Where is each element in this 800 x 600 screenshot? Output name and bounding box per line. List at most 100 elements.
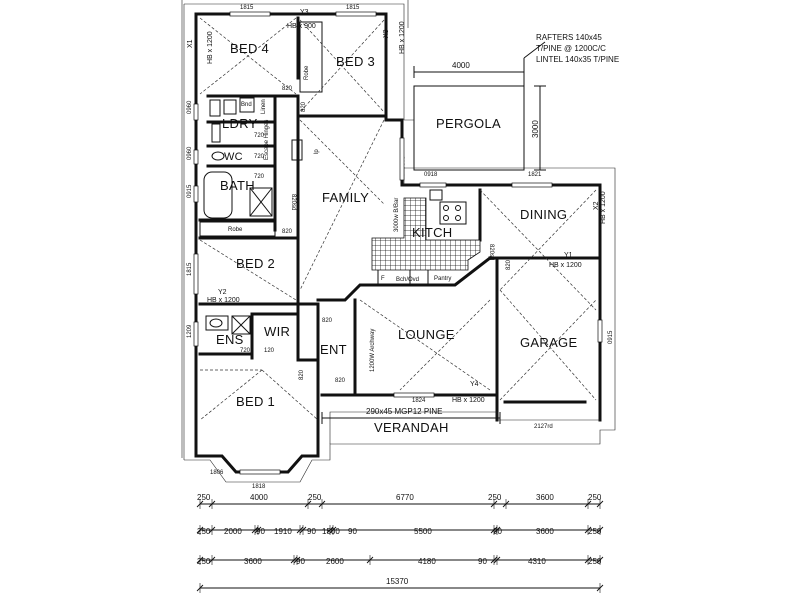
door-bath: 720 <box>254 174 265 180</box>
pine-beam-note: 290x45 MGP12 PINE <box>366 407 442 416</box>
dim-r2-10: 250 <box>588 527 602 536</box>
lintel-dining: HB x 1200 <box>600 191 607 224</box>
window-kit2: 1821 <box>528 172 542 178</box>
window-left1: 0960 <box>187 100 193 114</box>
window-top1: 1815 <box>240 5 254 11</box>
rafters-note-2: T/PINE @ 1200C/C <box>536 44 606 53</box>
room-ent: ENT <box>320 342 347 357</box>
room-garage: GARAGE <box>520 335 577 350</box>
dim-r1-4: 250 <box>488 493 502 502</box>
robe-label-bed3: Robe <box>304 65 310 80</box>
marker-x3: X3 <box>383 29 390 38</box>
rafters-note-1: RAFTERS 140x45 <box>536 33 602 42</box>
window-left4: 1815 <box>187 262 193 276</box>
door-ldry: 720 <box>254 133 265 139</box>
lintel-labels: HB x 900 HB x 1200 HB x 1200 HB x 1200 H… <box>207 21 607 404</box>
dim-r3-7: 250 <box>588 557 602 566</box>
dim-r1-1: 4000 <box>250 493 268 502</box>
plan-frame <box>181 0 409 458</box>
marker-y3: Y3 <box>300 9 309 16</box>
dim-r2-2: 90 <box>256 527 265 536</box>
window-size-labels: 1815 1815 0960 0960 0915 1815 1209 1818 … <box>187 5 614 490</box>
dim-r3-5: 90 <box>478 557 487 566</box>
window-left2: 0960 <box>187 146 193 160</box>
verandah-beam <box>321 412 501 424</box>
lp-label: lp <box>314 149 320 154</box>
window-lounge: 1824 <box>412 398 426 404</box>
dim-r2-4: 90 <box>307 527 316 536</box>
dim-r1-3: 6770 <box>396 493 414 502</box>
room-pergola: PERGOLA <box>436 116 501 131</box>
kitchen-opening-note: 3000w B/Bar <box>394 198 400 232</box>
pergola-structure <box>413 41 546 171</box>
door-bed1: 820 <box>299 369 305 380</box>
pergola-depth: 3000 <box>531 120 540 138</box>
dim-r3-2: 90 <box>296 557 305 566</box>
dim-r2-1: 2000 <box>224 527 242 536</box>
construction-notes: RAFTERS 140x45 T/PINE @ 1200C/C LINTEL 1… <box>366 33 619 416</box>
door-ens: 720 <box>240 348 251 354</box>
dimension-row-2: 250 2000 90 1910 90 1500 90 5500 90 3600… <box>197 527 602 536</box>
marker-y2: Y2 <box>218 289 227 296</box>
fridge-label: F <box>381 276 385 282</box>
door-bed3: 820 <box>301 101 307 112</box>
lintel-hb900: HB x 900 <box>287 23 316 30</box>
window-top2: 1815 <box>346 5 360 11</box>
dim-r3-1: 3600 <box>244 557 262 566</box>
room-bath: BATH <box>220 178 255 193</box>
door-kitch: 820sd <box>488 244 494 260</box>
room-kitch: KITCH <box>412 225 453 240</box>
room-lounge: LOUNGE <box>398 327 455 342</box>
door-ent: 820 <box>322 318 333 324</box>
marker-x1: X1 <box>187 39 194 48</box>
room-wir: WIR <box>264 324 290 339</box>
window-left5: 1209 <box>187 324 193 338</box>
room-ens: ENS <box>216 332 244 347</box>
pergola-width: 4000 <box>452 61 470 70</box>
room-bed2: BED 2 <box>236 256 275 271</box>
dim-r3-6: 4310 <box>528 557 546 566</box>
marker-y1: Y1 <box>564 252 573 259</box>
dim-r3-4: 4180 <box>418 557 436 566</box>
room-ldry: LDRY <box>222 116 258 131</box>
dim-r1-2: 250 <box>308 493 322 502</box>
dim-r2-8: 90 <box>493 527 502 536</box>
window-bed1: 1818 <box>252 484 266 490</box>
dim-r3-0: 250 <box>197 557 211 566</box>
room-bed1: BED 1 <box>236 394 275 409</box>
lintel-lounge: HB x 1200 <box>452 397 485 404</box>
marker-x2: X2 <box>593 201 600 210</box>
dim-r1-0: 250 <box>197 493 211 502</box>
kitchen-bench <box>371 189 481 284</box>
door-wir: 120 <box>264 348 275 354</box>
wet-area-fixtures <box>199 21 323 335</box>
window-bay: 1806 <box>210 470 224 476</box>
linen-label: Linen <box>261 99 267 114</box>
fixture-labels: Robe Robe Linen Bnd lp Escape Hinges Bch… <box>228 65 451 283</box>
lintel-bed4: HB x 1200 <box>207 31 214 64</box>
lintel-garage: HB x 1200 <box>549 262 582 269</box>
pantry-label: Pantry <box>434 276 451 282</box>
room-verandah: VERANDAH <box>374 420 449 435</box>
bnd-label: Bnd <box>241 102 252 108</box>
dimension-row-3: 250 3600 90 2600 4180 90 4310 250 <box>197 557 602 566</box>
window-garage-door: 2127rd <box>534 424 553 430</box>
lintel-bed2: HB x 1200 <box>207 297 240 304</box>
dimension-lines <box>196 499 604 593</box>
door-wc: 720 <box>254 154 265 160</box>
room-dining: DINING <box>520 207 567 222</box>
door-family: 820sd <box>290 194 296 210</box>
dim-r3-3: 2600 <box>326 557 344 566</box>
room-wc: WC <box>224 151 243 163</box>
rafters-note-3: LINTEL 140x35 T/PINE <box>536 55 619 64</box>
dim-r2-7: 5500 <box>414 527 432 536</box>
door-ent2: 820 <box>335 378 346 384</box>
archway-note: 1200W Archway <box>370 329 376 372</box>
window-marks <box>193 11 603 475</box>
dim-r2-0: 250 <box>197 527 211 536</box>
dim-r2-6: 90 <box>348 527 357 536</box>
dim-r2-5: 1500 <box>322 527 340 536</box>
pergola-dimensions: 4000 3000 <box>452 61 540 138</box>
marker-y4: Y4 <box>470 381 479 388</box>
